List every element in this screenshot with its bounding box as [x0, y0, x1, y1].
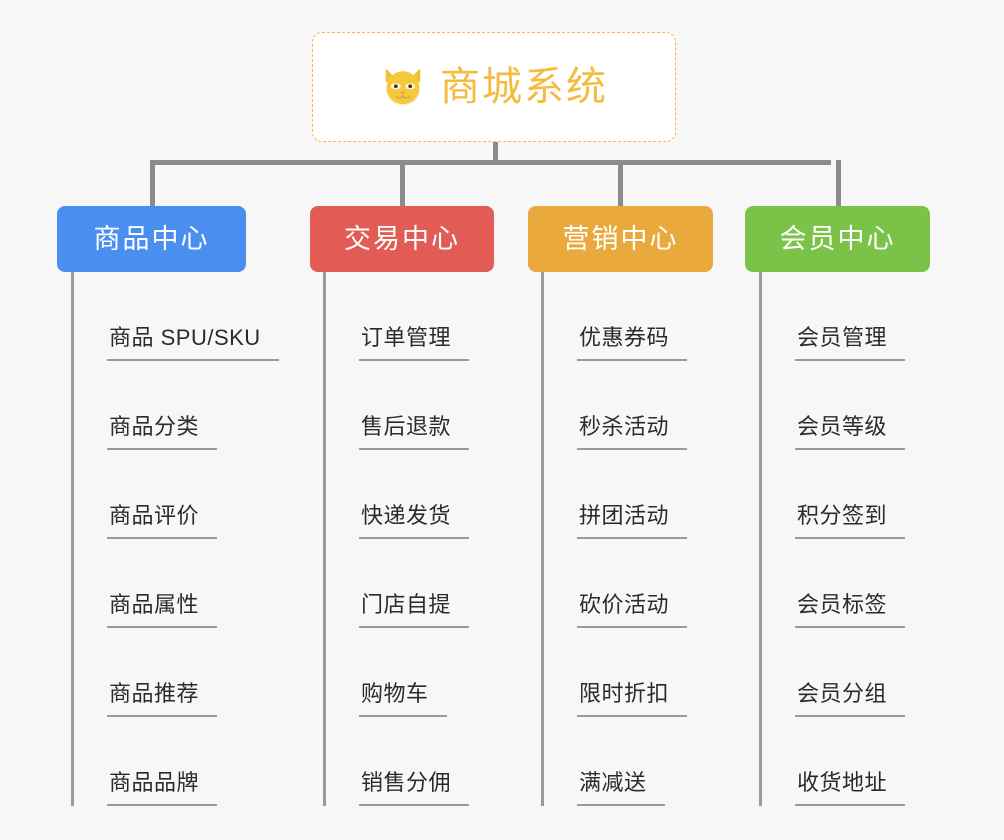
leaf-item[interactable]: 积分签到 [759, 450, 906, 539]
leaf-item[interactable]: 商品分类 [71, 361, 279, 450]
leaf-label: 满减送 [577, 772, 665, 806]
leaf-item[interactable]: 会员标签 [759, 539, 906, 628]
leaf-spine-trade-center [323, 272, 326, 806]
leaf-label: 订单管理 [359, 327, 470, 361]
root-node-mall-system[interactable]: 商城系统 [312, 32, 676, 142]
leaf-item[interactable]: 商品推荐 [71, 628, 279, 717]
leaf-label: 会员等级 [795, 416, 906, 450]
leaf-spine-marketing-center [541, 272, 544, 806]
leaf-label: 收货地址 [795, 772, 906, 806]
leaf-label: 售后退款 [359, 416, 470, 450]
leaf-item[interactable]: 售后退款 [323, 361, 470, 450]
leaf-item[interactable]: 秒杀活动 [541, 361, 688, 450]
leaf-label: 积分签到 [795, 505, 906, 539]
leaf-label: 商品评价 [107, 505, 218, 539]
leaf-item[interactable]: 会员管理 [759, 272, 906, 361]
connector-drop-trade-center [400, 160, 405, 206]
leaf-label: 商品 SPU/SKU [107, 327, 279, 361]
leaf-label: 会员标签 [795, 594, 906, 628]
leaf-label: 拼团活动 [577, 505, 688, 539]
leaf-item[interactable]: 商品品牌 [71, 717, 279, 806]
leaf-item[interactable]: 会员等级 [759, 361, 906, 450]
category-box-trade-center[interactable]: 交易中心 [310, 206, 494, 272]
category-box-product-center[interactable]: 商品中心 [57, 206, 246, 272]
leaf-item[interactable]: 商品属性 [71, 539, 279, 628]
connector-horizontal-bar [150, 160, 831, 165]
leaf-spine-product-center [71, 272, 74, 806]
category-label-marketing-center: 营销中心 [562, 223, 679, 254]
leaf-item[interactable]: 快递发货 [323, 450, 470, 539]
category-box-marketing-center[interactable]: 营销中心 [528, 206, 713, 272]
leaf-label: 商品属性 [107, 594, 218, 628]
leaf-item[interactable]: 优惠券码 [541, 272, 688, 361]
leaf-label: 门店自提 [359, 594, 470, 628]
connector-drop-member-center [836, 160, 841, 206]
shiba-dog-face-icon [385, 68, 421, 108]
category-label-member-center: 会员中心 [779, 223, 896, 254]
leaf-label: 销售分佣 [359, 772, 470, 806]
leaf-label: 优惠券码 [577, 327, 688, 361]
leaf-item[interactable]: 砍价活动 [541, 539, 688, 628]
root-node-title: 商城系统 [440, 65, 608, 109]
leaf-item[interactable]: 限时折扣 [541, 628, 688, 717]
leaf-item[interactable]: 收货地址 [759, 717, 906, 806]
leaf-item[interactable]: 门店自提 [323, 539, 470, 628]
leaf-item[interactable]: 商品评价 [71, 450, 279, 539]
category-box-member-center[interactable]: 会员中心 [745, 206, 930, 272]
leaf-label: 快递发货 [359, 505, 470, 539]
leaf-label: 商品分类 [107, 416, 218, 450]
leaf-item[interactable]: 购物车 [323, 628, 469, 717]
category-label-product-center: 商品中心 [93, 223, 210, 254]
leaf-label: 会员管理 [795, 327, 906, 361]
leaf-column-member-center: 会员管理 会员等级 积分签到 会员标签 会员分组 收货地址 [759, 272, 906, 806]
leaf-column-marketing-center: 优惠券码 秒杀活动 拼团活动 砍价活动 限时折扣 满减送 [541, 272, 688, 806]
leaf-column-product-center: 商品 SPU/SKU 商品分类 商品评价 商品属性 商品推荐 商品品牌 [71, 272, 279, 806]
leaf-item[interactable]: 商品 SPU/SKU [71, 272, 279, 361]
leaf-label: 商品推荐 [107, 683, 218, 717]
leaf-label: 会员分组 [795, 683, 906, 717]
connector-drop-product-center [150, 160, 155, 206]
connector-drop-marketing-center [618, 160, 623, 206]
category-label-trade-center: 交易中心 [344, 223, 460, 254]
leaf-spine-member-center [759, 272, 762, 806]
leaf-label: 限时折扣 [577, 683, 688, 717]
leaf-column-trade-center: 订单管理 售后退款 快递发货 门店自提 购物车 销售分佣 [323, 272, 470, 806]
leaf-item[interactable]: 会员分组 [759, 628, 906, 717]
leaf-label: 购物车 [359, 683, 447, 717]
leaf-label: 商品品牌 [107, 772, 218, 806]
leaf-item[interactable]: 订单管理 [323, 272, 470, 361]
leaf-item[interactable]: 满减送 [541, 717, 687, 806]
leaf-label: 砍价活动 [577, 594, 688, 628]
leaf-label: 秒杀活动 [577, 416, 688, 450]
leaf-item[interactable]: 销售分佣 [323, 717, 470, 806]
connector-root-stem [493, 142, 498, 164]
leaf-item[interactable]: 拼团活动 [541, 450, 688, 539]
